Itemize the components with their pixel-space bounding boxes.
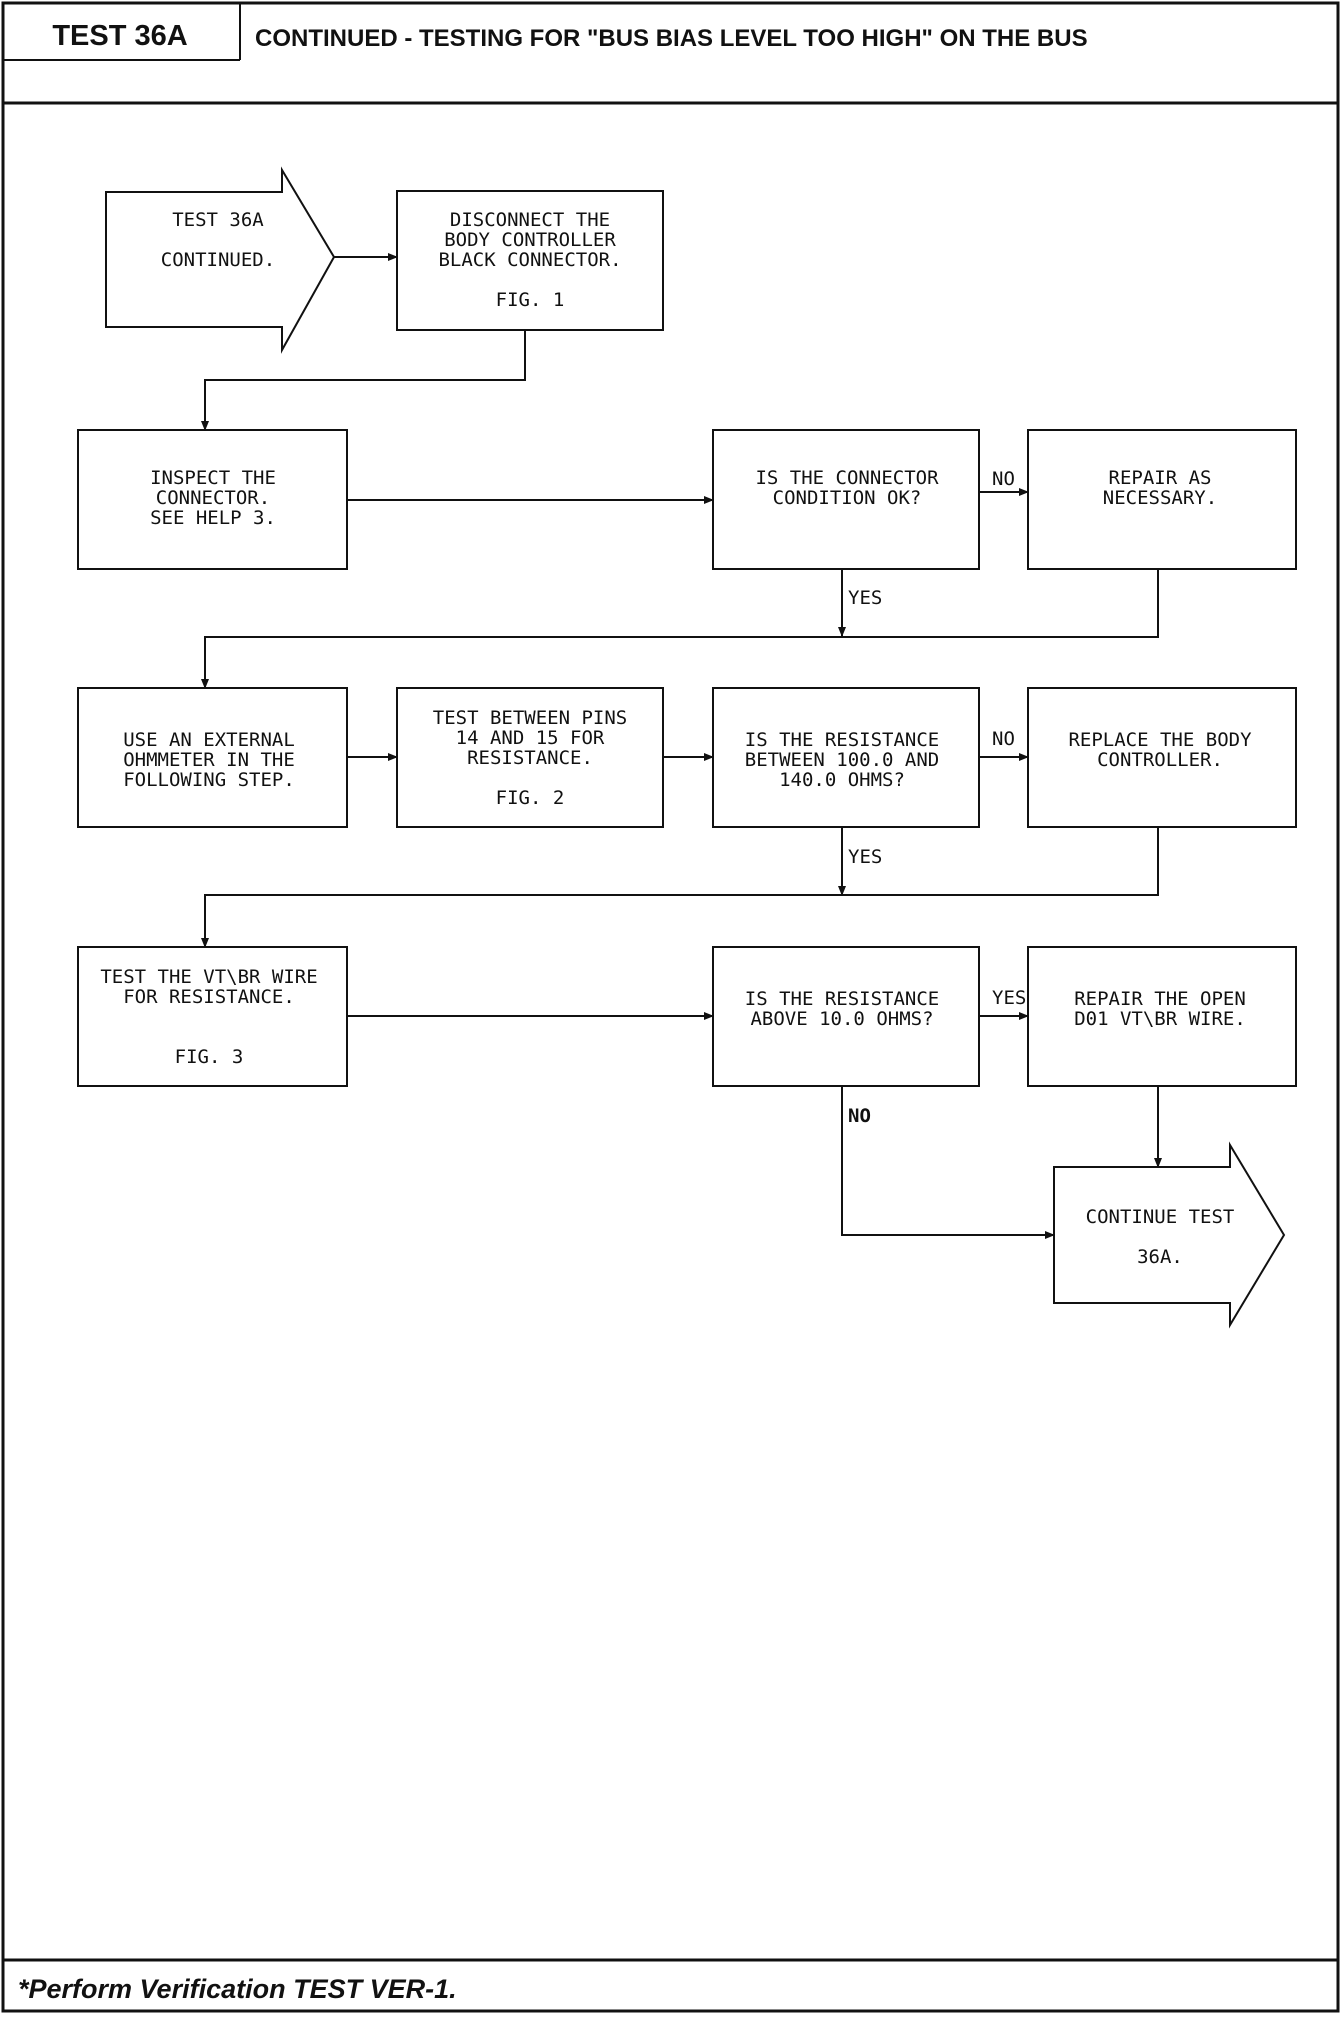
connector-repair-return [201,569,1159,689]
inspect-text-line: SEE HELP 3. [150,507,276,529]
start-arrow-shape [105,166,336,354]
repair-connector-text-line: REPAIR AS [1109,467,1212,489]
continue-text: CONTINUE TEST 36A. [1086,1206,1235,1268]
disconnect-text-line: BLACK CONNECTOR. [438,249,621,271]
test-pins-text-line: RESISTANCE. [467,747,593,769]
inspect-text-line: CONNECTOR. [156,487,270,509]
test-pins-text-line: 14 AND 15 FOR [456,727,605,749]
disconnect-text-line: BODY CONTROLLER [444,229,616,251]
connector-no-to-continue [841,1086,1055,1239]
start-text-line: TEST 36A [172,209,264,231]
connector-decision-box [712,429,980,570]
test-pins-text-line [524,767,535,789]
test-pins-text-line: TEST BETWEEN PINS [433,707,627,729]
connector-question-text-line: IS THE CONNECTOR [755,467,939,489]
inspect-box [77,429,348,570]
disconnect-text-line [524,269,535,291]
repair-open-box [1027,946,1297,1087]
continue-arrow-shape [1053,1141,1286,1329]
replace-controller-box [1027,687,1297,828]
replace-controller-text-line: REPLACE THE BODY [1068,729,1252,751]
test-wire-text-line [203,1006,214,1028]
ohmmeter-text-line: USE AN EXTERNAL [123,729,295,751]
branch-no-2: NO [992,728,1015,750]
resistance-question-text-line: 140.0 OHMS? [779,769,905,791]
repair-connector-box [1027,429,1297,570]
repair-connector-text-line: NECESSARY. [1103,487,1217,509]
connector-question-text-line: CONDITION OK? [773,487,922,509]
page-title: CONTINUED - TESTING FOR "BUS BIAS LEVEL … [255,25,1088,52]
branch-no-3: NO [848,1105,871,1127]
footer-note: *Perform Verification TEST VER-1. [18,1974,457,2004]
test-pins-box [396,687,664,828]
branch-yes-3: YES [992,987,1026,1009]
branch-no-1: NO [992,468,1015,490]
disconnect-text-line: DISCONNECT THE [450,209,610,231]
connector-replace-return [201,827,1159,948]
branch-yes-2: YES [848,846,882,868]
test-wire-text-line [203,1026,214,1048]
disconnect-text-line: FIG. 1 [496,289,565,311]
test-pins-text-line: FIG. 2 [496,787,565,809]
test-wire-text-line: FOR RESISTANCE. [123,986,295,1008]
repair-open-text-line: D01 VT\BR WIRE. [1074,1008,1246,1030]
continue-text-line: CONTINUE TEST [1086,1206,1235,1228]
ohmmeter-text-line: FOLLOWING STEP. [123,769,295,791]
resistance-question-text-line: IS THE RESISTANCE [745,729,939,751]
replace-controller-text-line: CONTROLLER. [1097,749,1223,771]
branch-yes-1: YES [848,587,882,609]
above-question-text-line: IS THE RESISTANCE [745,988,939,1010]
resistance-question-text-line: BETWEEN 100.0 AND [745,749,939,771]
start-text-line [212,229,223,251]
test-label: TEST 36A [52,20,187,52]
above-question-text-line: ABOVE 10.0 OHMS? [750,1008,933,1030]
test-wire-text-line: TEST THE VT\BR WIRE [100,966,317,988]
continue-text-line [1154,1226,1165,1248]
test-wire-box [77,946,348,1087]
connector-disconnect-to-inspect [201,330,526,431]
continue-text-line: 36A. [1137,1246,1183,1268]
start-text: TEST 36A CONTINUED. [161,209,275,271]
ohmmeter-text-line: OHMMETER IN THE [123,749,295,771]
test-wire-text-line: FIG. 3 [175,1046,244,1068]
inspect-text-line: INSPECT THE [150,467,276,489]
start-text-line: CONTINUED. [161,249,275,271]
repair-open-text-line: REPAIR THE OPEN [1074,988,1246,1010]
resistance-decision-box [712,687,980,828]
